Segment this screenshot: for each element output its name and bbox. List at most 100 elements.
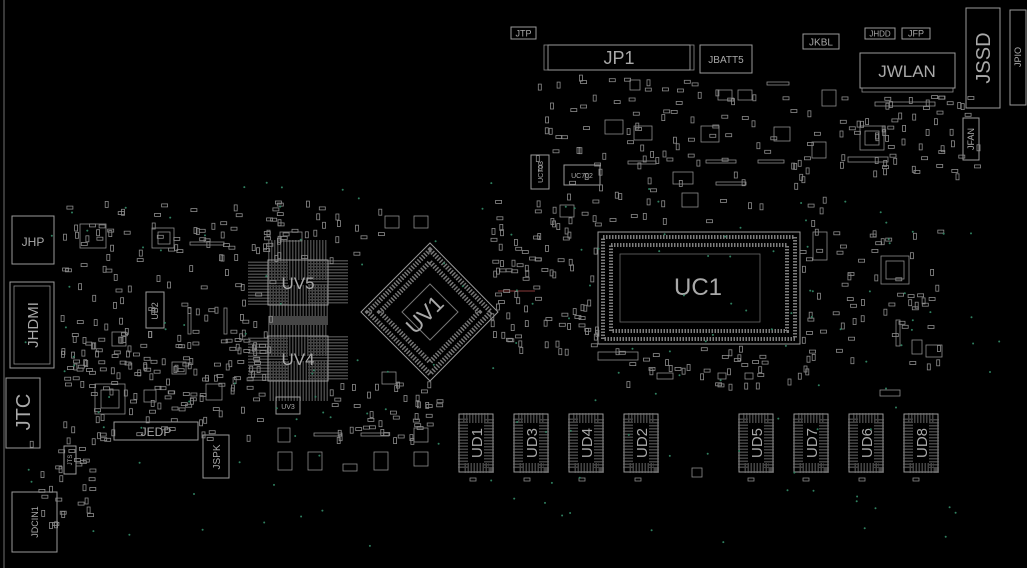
passive-pad	[267, 346, 271, 354]
connector-jfp[interactable]: JFP	[901, 27, 931, 40]
via-dot	[233, 382, 236, 385]
passive-pad	[234, 338, 242, 342]
connector-jtc[interactable]: JTC	[5, 377, 41, 449]
via-dot	[461, 285, 464, 288]
dram-ud3[interactable]: UD3	[513, 413, 549, 473]
passive-pad	[82, 336, 87, 344]
passive-pad	[865, 118, 869, 125]
via-dot	[142, 246, 144, 249]
via-dot	[745, 309, 748, 312]
passive-pad	[700, 347, 708, 352]
passive-pad	[89, 223, 96, 228]
passive-pad	[123, 230, 131, 235]
connector-jedp[interactable]: JEDP	[113, 421, 199, 441]
connector-jhdd[interactable]: JHDD	[864, 27, 896, 40]
chip-uv5[interactable]: UV5	[248, 240, 348, 325]
passive-pad	[55, 497, 63, 502]
connector-jhp[interactable]: JHP	[11, 215, 55, 265]
dram-ud1[interactable]: UD1	[458, 413, 494, 473]
connector-jfan[interactable]: JFAN	[962, 117, 980, 161]
passive-pad	[790, 109, 798, 113]
via-dot	[321, 509, 324, 512]
passive-pad	[102, 265, 107, 273]
passive-pad	[860, 120, 864, 128]
dram-ud2[interactable]: UD2	[623, 413, 659, 473]
via-dot	[770, 328, 773, 331]
passive-pad	[535, 155, 540, 163]
via-dot	[356, 359, 359, 362]
passive-pad	[425, 401, 430, 409]
dram-ud8[interactable]: UD8	[903, 413, 939, 473]
passive-pad	[182, 362, 190, 367]
passive-pad	[305, 200, 310, 208]
passive-pad	[218, 382, 226, 387]
passive-pad	[545, 317, 553, 322]
chip-uc1[interactable]: UC1	[597, 231, 801, 345]
connector-jkbl[interactable]: JKBL	[802, 33, 840, 50]
connector-jpio[interactable]: JPIO	[1009, 9, 1027, 106]
passive-pad	[338, 434, 343, 442]
via-dot	[772, 250, 775, 253]
passive-pad	[235, 213, 243, 218]
passive-pad	[81, 349, 86, 357]
passive-pad	[65, 382, 72, 387]
passive-pad	[242, 319, 250, 324]
passive-pad	[538, 164, 543, 172]
passive-pad	[594, 222, 602, 227]
dram-ud7[interactable]: UD7	[793, 413, 829, 473]
passive-pad	[974, 164, 981, 169]
passive-pad	[171, 406, 179, 411]
passive-pad	[491, 227, 496, 235]
chip-uv4[interactable]: UV4	[248, 316, 348, 401]
passive-pad	[861, 299, 865, 306]
passive-pad	[121, 208, 125, 216]
via-dot	[193, 493, 195, 495]
via-dot	[855, 500, 858, 503]
passive-pad	[556, 223, 561, 231]
connector-jspk[interactable]: JSPK	[202, 434, 230, 479]
passive-pad	[752, 94, 757, 102]
connector-jssd[interactable]: JSSD	[965, 7, 1001, 109]
passive-pad	[313, 229, 318, 237]
connector-jhdmi[interactable]: JHDMI	[9, 281, 55, 369]
passive-pad	[934, 118, 938, 126]
passive-pad	[739, 345, 743, 353]
label-jhdmi: JHDMI	[25, 302, 42, 348]
connector-jp1[interactable]: JP1	[543, 44, 695, 71]
connector-jtp[interactable]: JTP	[510, 26, 537, 40]
label-jtp: JTP	[515, 29, 531, 39]
dram-ud5[interactable]: UD5	[738, 413, 774, 473]
passive-pad	[337, 429, 342, 437]
via-dot	[885, 221, 888, 224]
via-dot	[243, 186, 246, 189]
passive-pad	[820, 329, 827, 334]
label-jfan: JFAN	[966, 128, 976, 150]
passive-pad	[420, 389, 428, 394]
passive-pad	[129, 408, 133, 416]
passive-pad	[74, 458, 81, 462]
passive-pad	[799, 173, 804, 181]
passive-pad	[277, 219, 282, 227]
passive-pad	[598, 168, 603, 176]
via-dot	[318, 454, 321, 457]
chip-uc703[interactable]: UC703	[530, 154, 550, 190]
via-dot	[648, 188, 651, 190]
passive-pad	[73, 359, 80, 364]
dram-ud6[interactable]: UD6	[848, 413, 884, 473]
passive-pad	[86, 506, 91, 514]
passive-pad	[646, 79, 651, 87]
dram-ud4[interactable]: UD4	[568, 413, 604, 473]
connector-jwlan[interactable]: JWLAN	[859, 52, 956, 93]
via-dot	[299, 238, 302, 241]
passive-pad	[592, 94, 597, 102]
via-dot	[617, 371, 620, 374]
connector-jts[interactable]: JTS	[63, 445, 77, 475]
via-dot	[188, 400, 191, 403]
connector-jbatt5[interactable]: JBATT5	[699, 44, 753, 74]
passive-pad	[234, 254, 239, 261]
via-dot	[711, 333, 714, 336]
chip-uv3[interactable]: UV3	[275, 396, 301, 415]
via-dot	[944, 535, 947, 538]
small-components-left	[79, 215, 429, 472]
